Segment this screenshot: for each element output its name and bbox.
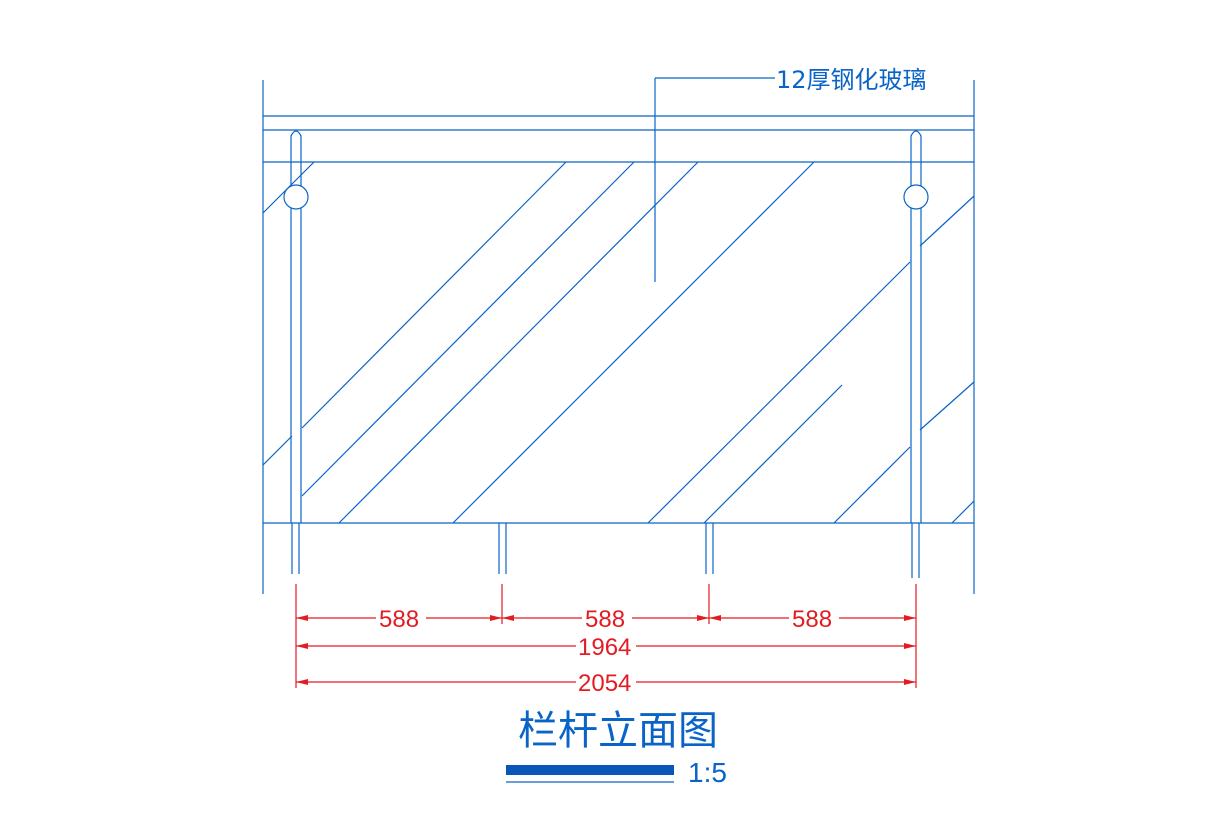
hatch-line bbox=[919, 381, 975, 431]
dim-arrow bbox=[697, 615, 709, 621]
dim-arrow bbox=[296, 679, 308, 685]
dim-arrow bbox=[490, 615, 502, 621]
dimension-lines: 588 588 588 1964 2054 bbox=[295, 584, 917, 697]
glass-hatch bbox=[262, 161, 975, 524]
left-post bbox=[283, 130, 309, 574]
dim-text-mask bbox=[789, 604, 839, 630]
right-post bbox=[903, 130, 929, 578]
inner-total-dimension: 1964 bbox=[578, 634, 631, 661]
hatch-line bbox=[833, 446, 911, 524]
right-glass-clamp bbox=[903, 184, 929, 210]
hatch-line bbox=[919, 195, 975, 247]
outer-total-dimension: 2054 bbox=[578, 670, 631, 697]
dim-arrow bbox=[296, 643, 308, 649]
dim-text-mask bbox=[582, 604, 632, 630]
left-glass-clamp bbox=[283, 184, 309, 210]
segment-dimension-2: 588 bbox=[585, 606, 625, 633]
hatch-line bbox=[647, 261, 911, 524]
hatch-line bbox=[338, 161, 699, 524]
drawing-title: 栏杆立面图 bbox=[518, 708, 718, 754]
dim-text-mask bbox=[576, 668, 636, 694]
dim-arrow bbox=[296, 615, 308, 621]
segment-dimension-1: 588 bbox=[379, 606, 419, 633]
dim-arrow bbox=[904, 643, 916, 649]
hatch-line bbox=[262, 435, 293, 466]
dim-arrow bbox=[502, 615, 514, 621]
segment-dimension-3: 588 bbox=[792, 606, 832, 633]
hatch-line bbox=[452, 161, 815, 524]
hatch-line bbox=[703, 384, 843, 524]
right-post-outline bbox=[910, 130, 922, 523]
drawing-scale: 1:5 bbox=[688, 757, 727, 788]
drawing-title-block: 栏杆立面图 1:5 bbox=[506, 708, 727, 788]
dim-text-mask bbox=[376, 604, 426, 630]
left-post-outline bbox=[290, 130, 302, 523]
dim-arrow bbox=[904, 679, 916, 685]
glass-leader: 12厚钢化玻璃 bbox=[654, 66, 927, 282]
intermediate-posts bbox=[498, 523, 714, 574]
hatch-line bbox=[951, 500, 975, 524]
dim-arrow bbox=[709, 615, 721, 621]
dim-text-mask bbox=[576, 632, 636, 658]
hatch-line bbox=[301, 161, 567, 429]
hatch-line bbox=[301, 161, 635, 497]
dim-arrow bbox=[904, 615, 916, 621]
railing-frame bbox=[262, 80, 975, 594]
title-underline-bar bbox=[506, 765, 674, 775]
glass-label: 12厚钢化玻璃 bbox=[776, 66, 927, 94]
